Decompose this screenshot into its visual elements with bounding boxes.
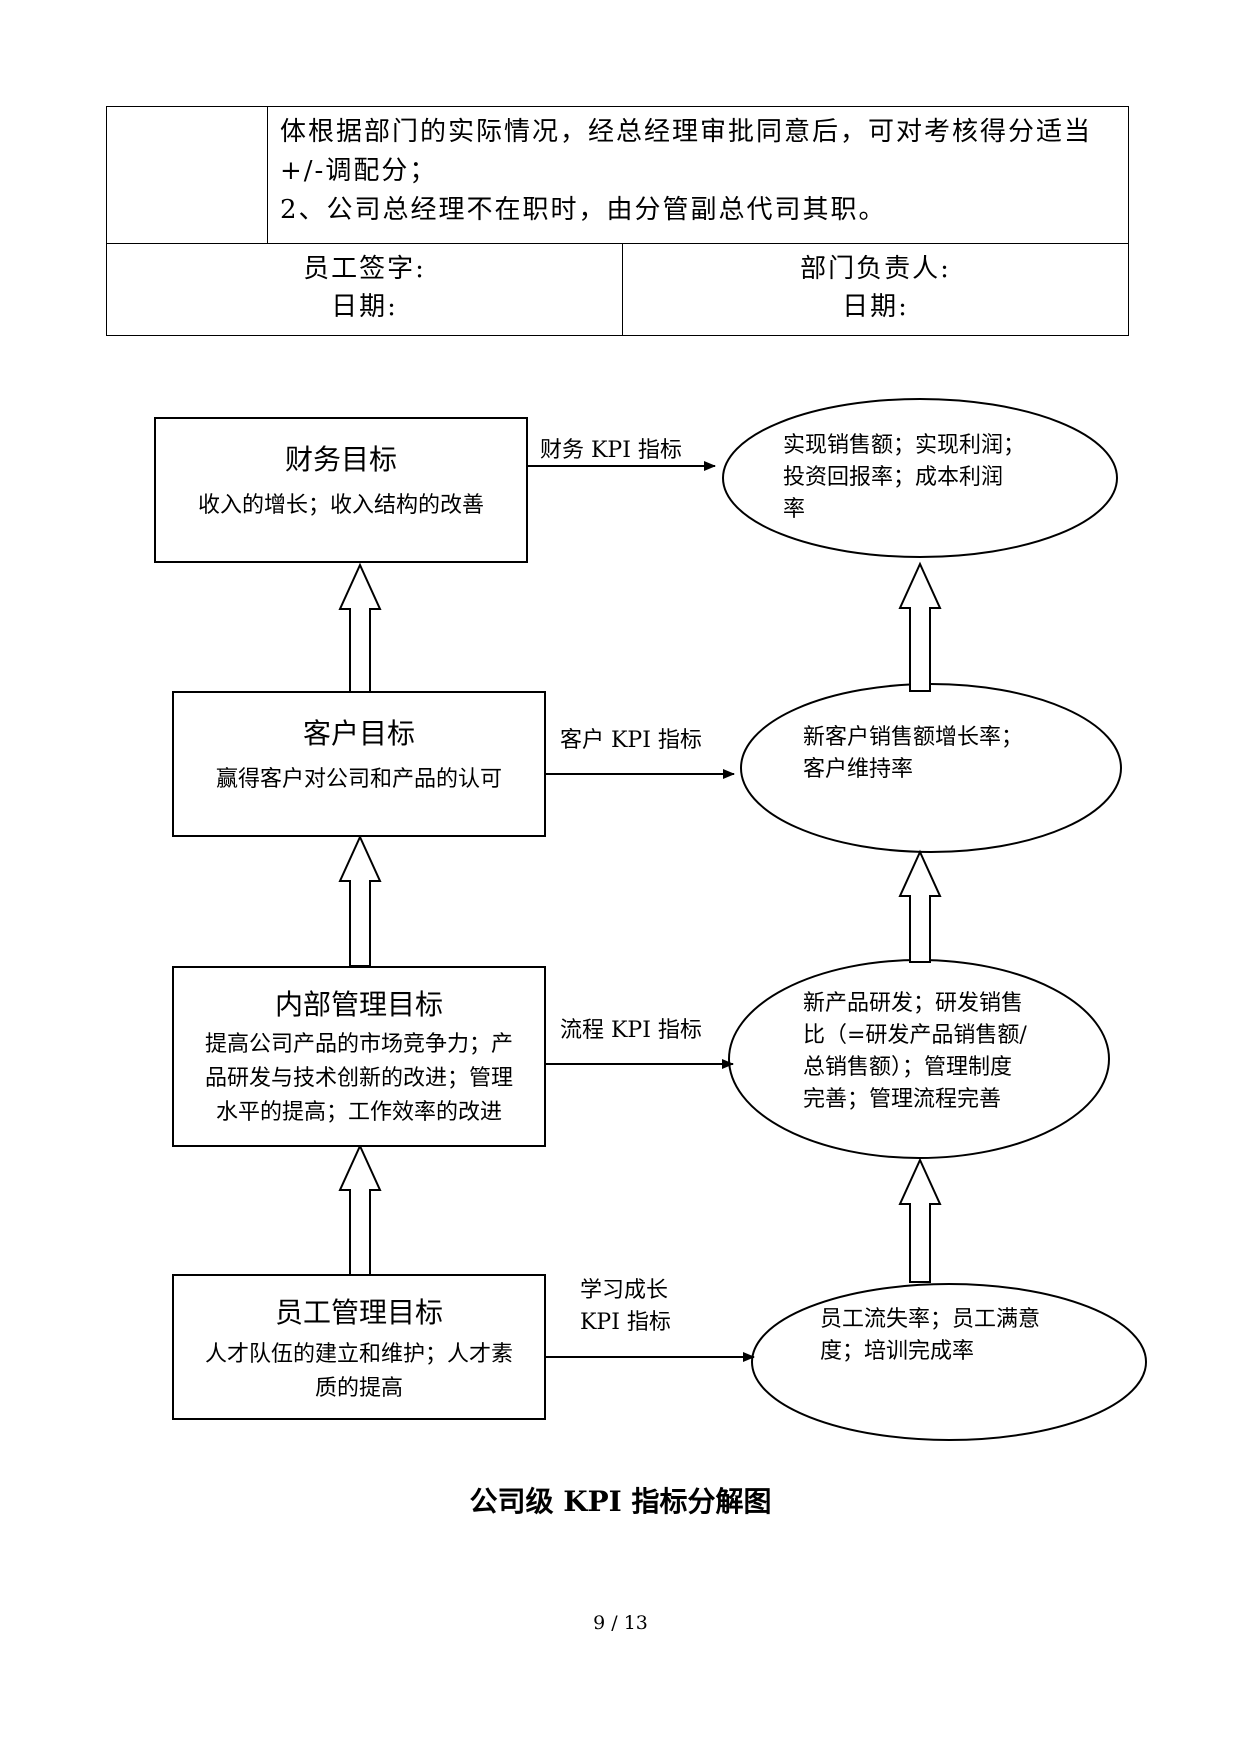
customer-goal-desc: 赢得客户对公司和产品的认可	[215, 767, 502, 792]
approval-table: 体根据部门的实际情况，经总经理审批同意后，可对考核得分适当 +/-调配分； 2、…	[106, 106, 1129, 336]
note-line-1: 体根据部门的实际情况，经总经理审批同意后，可对考核得分适当	[280, 117, 1093, 147]
dept-head-date-label: 日期:	[842, 292, 909, 322]
kpi-ellipse-finance	[722, 398, 1118, 558]
internal-mgmt-goal-desc-2: 品研发与技术创新的改进；管理	[204, 1066, 513, 1091]
employee-mgmt-goal-title: 员工管理目标	[274, 1296, 443, 1329]
finance-goal-desc: 收入的增长；收入结构的改善	[197, 493, 484, 518]
learning-kpi-label-2: KPI 指标	[580, 1310, 671, 1335]
dept-head-sign-label: 部门负责人:	[800, 254, 951, 284]
process-kpi-line: 新产品研发；研发销售	[803, 991, 1024, 1016]
finance-kpi-label: 财务 KPI 指标	[540, 438, 682, 463]
table-cell-notes: 体根据部门的实际情况，经总经理审批同意后，可对考核得分适当 +/-调配分； 2、…	[268, 107, 1128, 243]
customer-goal-title: 客户目标	[302, 717, 415, 750]
internal-mgmt-goal-title: 内部管理目标	[274, 988, 443, 1021]
employee-mgmt-goal-desc-1: 人才队伍的建立和维护；人才素	[204, 1342, 513, 1367]
customer-goal-box: 客户目标 赢得客户对公司和产品的认可	[172, 691, 546, 837]
dept-head-signature-cell: 部门负责人: 日期:	[623, 244, 1128, 336]
table-row: 体根据部门的实际情况，经总经理审批同意后，可对考核得分适当 +/-调配分； 2、…	[107, 107, 1128, 244]
process-kpi-line: 完善；管理流程完善	[803, 1087, 1002, 1112]
up-arrow-left-1	[338, 562, 382, 695]
note-line-3: 2、公司总经理不在职时，由分管副总代司其职。	[280, 195, 887, 225]
up-arrow-left-2	[338, 834, 382, 967]
internal-mgmt-goal-desc-1: 提高公司产品的市场竞争力；产	[204, 1032, 513, 1057]
up-arrow-right-1	[898, 561, 942, 692]
signature-row: 员工签字: 日期: 部门负责人: 日期:	[107, 244, 1128, 336]
finance-kpi-line: 投资回报率；成本利润	[783, 465, 1004, 490]
employee-date-label: 日期:	[331, 292, 398, 322]
process-kpi-label: 流程 KPI 指标	[560, 1018, 702, 1043]
learning-kpi-label-1: 学习成长	[580, 1278, 669, 1303]
finance-goal-box: 财务目标 收入的增长；收入结构的改善	[154, 417, 528, 563]
learning-kpi-text: 员工流失率；员工满意 度；培训完成率	[820, 1304, 1110, 1368]
process-kpi-text: 新产品研发；研发销售 比（=研发产品销售额/ 总销售额）；管理制度 完善；管理流…	[803, 988, 1093, 1116]
internal-mgmt-goal-box: 内部管理目标 提高公司产品的市场竞争力；产 品研发与技术创新的改进；管理 水平的…	[172, 966, 546, 1147]
note-line-2: +/-调配分；	[280, 156, 438, 186]
employee-mgmt-goal-desc-2: 质的提高	[314, 1376, 403, 1401]
up-arrow-left-3	[338, 1143, 382, 1277]
finance-kpi-text: 实现销售额；实现利润； 投资回报率；成本利润 率	[783, 430, 1073, 526]
process-kpi-line: 总销售额）；管理制度	[803, 1055, 1013, 1080]
learning-kpi-line: 员工流失率；员工满意	[820, 1307, 1041, 1332]
diagram-caption: 公司级 KPI 指标分解图	[469, 1485, 772, 1518]
kpi-ellipse-learning	[751, 1283, 1147, 1441]
employee-mgmt-goal-box: 员工管理目标 人才队伍的建立和维护；人才素 质的提高	[172, 1274, 546, 1420]
finance-kpi-line: 率	[783, 497, 806, 522]
employee-signature-cell: 员工签字: 日期:	[107, 244, 623, 336]
process-kpi-line: 比（=研发产品销售额/	[803, 1023, 1027, 1048]
customer-kpi-text: 新客户销售额增长率； 客户维持率	[803, 722, 1093, 786]
customer-kpi-line: 新客户销售额增长率；	[803, 725, 1024, 750]
employee-sign-label: 员工签字:	[303, 254, 426, 284]
up-arrow-right-3	[898, 1157, 942, 1283]
up-arrow-right-2	[898, 849, 942, 963]
page-number: 9 / 13	[593, 1612, 648, 1634]
finance-kpi-line: 实现销售额；实现利润；	[783, 433, 1026, 458]
finance-goal-title: 财务目标	[284, 443, 397, 476]
learning-kpi-line: 度；培训完成率	[820, 1339, 975, 1364]
customer-kpi-line: 客户维持率	[803, 757, 914, 782]
customer-kpi-label: 客户 KPI 指标	[560, 728, 702, 753]
table-cell-empty	[107, 107, 268, 243]
internal-mgmt-goal-desc-3: 水平的提高；工作效率的改进	[215, 1100, 502, 1125]
